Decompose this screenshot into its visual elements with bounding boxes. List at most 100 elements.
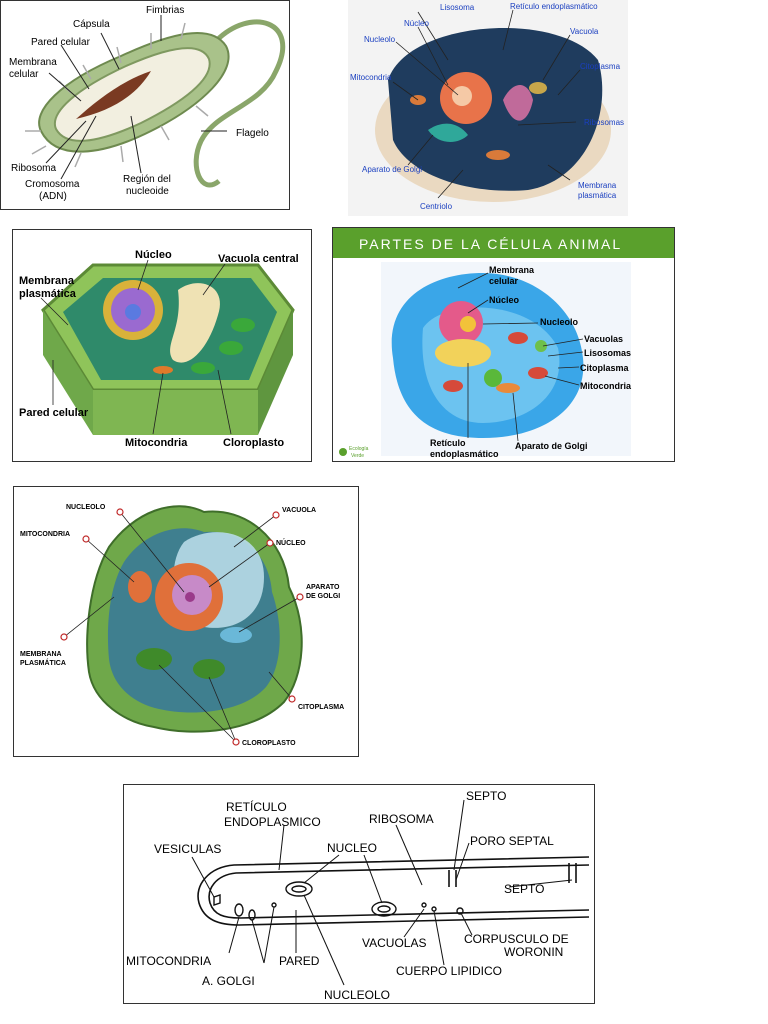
- label-citoplasma: CITOPLASMA: [298, 704, 344, 711]
- flagellum: [193, 19, 286, 188]
- label-de-golgi: DE GOLGI: [306, 593, 340, 600]
- label-nucleo: Núcleo: [404, 19, 429, 28]
- label-celular: celular: [489, 276, 519, 286]
- label-nucleo: Núcleo: [489, 295, 520, 305]
- mitochondria: [508, 332, 528, 344]
- label-membrana: Membrana: [489, 265, 535, 275]
- septum-left: [448, 870, 457, 887]
- label-cloroplasto: CLOROPLASTO: [242, 740, 296, 747]
- nucleolus: [452, 86, 472, 106]
- plant-cell-3d-diagram: Núcleo Vacuola central Membrana plasmáti…: [12, 229, 312, 462]
- label-centriolo: Centriolo: [420, 202, 453, 211]
- label-reticulo: Retículo: [430, 438, 466, 448]
- label-capsula: Cápsula: [73, 19, 110, 30]
- label-pared-celular: Pared celular: [19, 407, 89, 419]
- animal-cell-parts-diagram: PARTES DE LA CÉLULA ANIMAL Membrana celu…: [332, 227, 675, 462]
- hypha-wall: [197, 856, 590, 926]
- vacuole: [529, 82, 547, 94]
- label-nucleo: Núcleo: [135, 249, 172, 261]
- label-lisosomas: Lisosomas: [584, 348, 631, 358]
- label-citoplasma: Citoplasma: [580, 62, 621, 71]
- label-aparato-golgi: Aparato de Golgi: [362, 165, 422, 174]
- label-mitocondria: Mitocondria: [350, 73, 392, 82]
- label-membrana: Membrana: [578, 181, 617, 190]
- animal-cell-3d-illustration: Lisosoma Retículo endoplasmático Núcleo …: [350, 2, 624, 211]
- leaf-logo-icon: [339, 448, 347, 456]
- label-vacuola: Vacuola: [570, 27, 599, 36]
- plant-cell-oval-illustration: NUCLEOLO VACUOLA MITOCONDRIA NÚCLEO APAR…: [20, 504, 344, 747]
- label-plasmatica: plasmática: [19, 288, 77, 300]
- label-plasmatica: plasmática: [578, 191, 617, 200]
- label-lisosoma: Lisosoma: [440, 3, 475, 12]
- nucleoid: [76, 71, 151, 119]
- logo-text-line1: Ecología: [349, 446, 369, 452]
- label-citoplasma: Citoplasma: [580, 363, 630, 373]
- woronin-body: [456, 907, 464, 915]
- nucleolus: [460, 316, 476, 332]
- label-a-golgi: A. GOLGI: [202, 974, 255, 988]
- endoplasmic-reticulum: [503, 85, 533, 121]
- label-nucleo: NUCLEO: [327, 841, 377, 855]
- label-vacuola-central: Vacuola central: [218, 253, 299, 265]
- vacuole: [535, 340, 547, 352]
- label-celular: celular: [9, 69, 39, 80]
- golgi: [220, 627, 252, 643]
- cell-wall: [53, 47, 211, 142]
- label-nucleolo: Nucleolo: [540, 317, 579, 327]
- label-cromosoma: Cromosoma: [25, 179, 80, 190]
- label-membrana: Membrana: [9, 57, 57, 68]
- label-vacuola: VACUOLA: [282, 507, 316, 514]
- label-nucleo: NÚCLEO: [276, 538, 306, 547]
- label-flagelo: Flagelo: [236, 128, 269, 139]
- label-adn: (ADN): [39, 191, 67, 202]
- animal-cell-parts-illustration: PARTES DE LA CÉLULA ANIMAL Membrana celu…: [333, 228, 674, 459]
- label-nucleolo: NUCLEOLO: [324, 988, 390, 1002]
- fungal-hypha-illustration: RETÍCULO ENDOPLASMICO RIBOSOMA SEPTO POR…: [126, 789, 590, 1002]
- bacteria-illustration: Fimbrias Cápsula Pared celular Membrana …: [9, 5, 286, 202]
- plant-cell-oval-diagram: NUCLEOLO VACUOLA MITOCONDRIA NÚCLEO APAR…: [13, 486, 359, 757]
- mitochondria: [128, 571, 152, 603]
- label-corpusculo-de: CORPUSCULO DE: [464, 932, 569, 946]
- label-poro-septal: PORO SEPTAL: [470, 834, 554, 848]
- endoplasmic-reticulum: [435, 339, 491, 367]
- label-cloroplasto: Cloroplasto: [223, 437, 284, 449]
- label-woronin: WORONIN: [504, 945, 563, 959]
- nucleus-left: [285, 881, 313, 897]
- nucleolus: [185, 592, 195, 602]
- label-septo-right: SEPTO: [504, 882, 544, 896]
- title-bar: [333, 228, 674, 258]
- label-pared: PARED: [279, 954, 320, 968]
- logo-text-line2: Verde: [351, 453, 364, 459]
- mitochondria: [153, 366, 173, 374]
- fungal-hypha-diagram: RETÍCULO ENDOPLASMICO RIBOSOMA SEPTO POR…: [123, 784, 595, 1004]
- label-nucleolo: Nucleolo: [364, 35, 396, 44]
- label-septo-top: SEPTO: [466, 789, 506, 803]
- label-reticulo: RETÍCULO: [226, 799, 287, 814]
- label-plasmatica: PLASMÁTICA: [20, 658, 66, 667]
- label-ribosoma: RIBOSOMA: [369, 812, 434, 826]
- label-ribosoma: Ribosoma: [11, 163, 56, 174]
- label-vacuolas: Vacuolas: [584, 334, 623, 344]
- golgi: [428, 123, 468, 142]
- nucleus-right: [371, 901, 397, 917]
- label-nucleolo: NUCLEOLO: [66, 504, 106, 511]
- mitochondria: [234, 903, 244, 917]
- label-mitocondria: Mitocondria: [580, 381, 632, 391]
- label-aparato-golgi: Aparato de Golgi: [515, 441, 588, 451]
- septum-right: [568, 863, 577, 883]
- label-region: Región del: [123, 174, 171, 185]
- plant-cell-3d-illustration: Núcleo Vacuola central Membrana plasmáti…: [19, 249, 299, 449]
- label-ribosomas: Ribosomas: [584, 118, 624, 127]
- label-endoplasmico: ENDOPLASMICO: [224, 815, 321, 829]
- label-membrana: MEMBRANA: [20, 651, 62, 658]
- label-membrana: Membrana: [19, 275, 75, 287]
- chloroplast: [136, 648, 172, 670]
- label-cuerpo-lipidico: CUERPO LIPIDICO: [396, 964, 502, 978]
- label-mitocondria: Mitocondria: [125, 437, 188, 449]
- label-nucleoide: nucleoide: [126, 186, 169, 197]
- vesicles: [213, 894, 221, 906]
- chloroplast: [231, 318, 255, 332]
- animal-cell-3d-diagram: Lisosoma Retículo endoplasmático Núcleo …: [348, 0, 628, 216]
- label-aparato: APARATO: [306, 584, 340, 591]
- diagram-title: PARTES DE LA CÉLULA ANIMAL: [359, 236, 622, 252]
